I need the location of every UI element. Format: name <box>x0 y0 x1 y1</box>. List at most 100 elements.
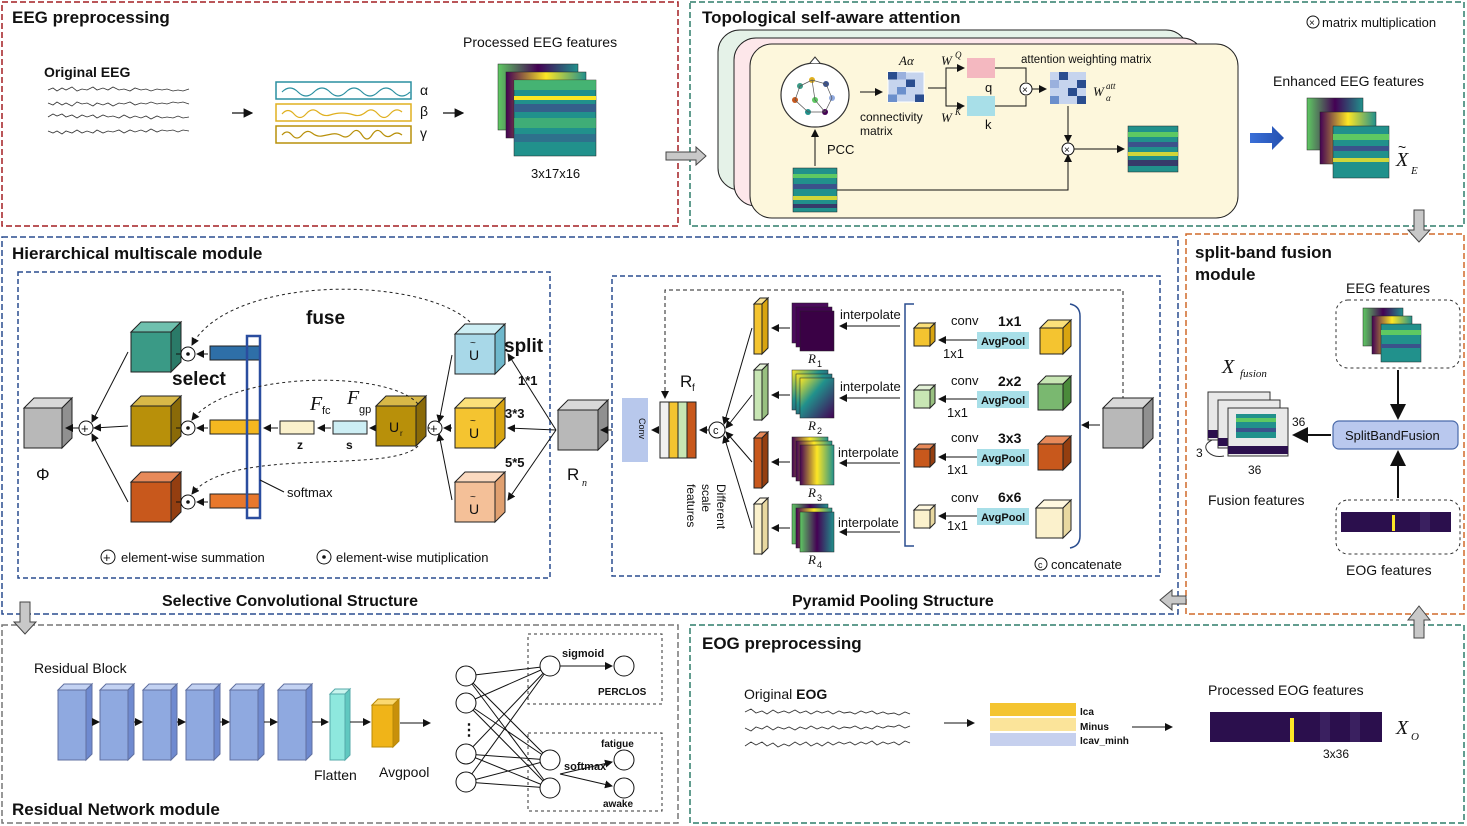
pyramid-pooling-subpanel <box>611 275 1161 577</box>
u-label-1: U <box>469 347 479 363</box>
r3-label: R <box>807 485 816 500</box>
dim-36-a: 36 <box>1292 415 1306 429</box>
svg-text:Q: Q <box>955 50 962 60</box>
eog-to-splitband-arrow <box>1406 605 1432 639</box>
topo-to-enhanced-arrow <box>1250 126 1284 150</box>
svg-text:O: O <box>1411 731 1419 743</box>
branch-cube-2 <box>1036 374 1073 412</box>
attn-weight-label: attention weighting matrix <box>1021 54 1152 66</box>
pooled-cube-4 <box>912 503 937 530</box>
sum-legend-label: element-wise summation <box>121 550 265 565</box>
hier-to-resnet-arrow <box>12 601 38 635</box>
svg-text:×: × <box>1064 145 1070 156</box>
processed-eog-label: Processed EOG features <box>1208 682 1364 698</box>
u-cube-5x5 <box>453 470 507 524</box>
f-fc-label: F <box>309 393 323 415</box>
diff-label-1: Different <box>714 484 728 530</box>
onebyone-3: 1x1 <box>947 462 968 477</box>
svg-text:E: E <box>1410 165 1418 177</box>
svg-text:att: att <box>1106 81 1116 91</box>
rn-label: R <box>567 465 579 484</box>
eeg-dims-label: 3x17x16 <box>531 166 580 181</box>
interpolate-label-2: interpolate <box>840 379 901 394</box>
fuse-label: fuse <box>306 308 345 329</box>
topo-title: Topological self-aware attention <box>702 8 961 27</box>
processed-eog-strip <box>1210 712 1382 742</box>
svg-text:α: α <box>1106 93 1111 103</box>
sigmoid-label: sigmoid <box>562 648 604 660</box>
fusion-features-stack <box>1207 391 1289 457</box>
interpolate-label-1: interpolate <box>840 307 901 322</box>
onebyone-1: 1x1 <box>943 346 964 361</box>
residual-block-label: Residual Block <box>34 660 128 676</box>
interpolate-label-4: interpolate <box>838 515 899 530</box>
split-label: split <box>504 336 544 357</box>
wq-label: W <box>941 53 953 68</box>
branch-cube-1 <box>1038 318 1073 356</box>
minus-label: Minus <box>1080 722 1109 733</box>
sum-legend-icon <box>100 549 116 565</box>
svg-text:AvgPool: AvgPool <box>981 336 1025 348</box>
skip-connection <box>661 289 1124 400</box>
concat-legend-icon <box>1034 557 1048 571</box>
svg-text:~: ~ <box>470 416 476 427</box>
perclos-label: PERCLOS <box>598 687 647 698</box>
mul-node-1 <box>180 346 196 362</box>
r4-feature-map <box>791 503 835 553</box>
branch-bars <box>752 296 770 556</box>
connectivity-matrix-grid <box>887 71 925 103</box>
u-label-2: U <box>469 425 479 441</box>
eog-dims-label: 3x36 <box>1323 747 1349 761</box>
hierarchical-multiscale-panel <box>1 236 1179 615</box>
branch-bracket-right <box>1069 303 1081 549</box>
kernel-3x3-label: 3*3 <box>505 406 525 421</box>
select-label: select <box>172 369 227 390</box>
svg-text:+: + <box>103 550 111 565</box>
split-band-fusion-panel <box>1185 233 1465 615</box>
eog-layer-minus <box>990 718 1076 731</box>
splitband-to-hier-arrow <box>1159 588 1187 612</box>
eog-features-box <box>1335 499 1461 555</box>
processed-eeg-heatmap-stack <box>497 63 597 157</box>
branch-cube-4 <box>1034 498 1073 540</box>
enhanced-eeg-label: Enhanced EEG features <box>1273 73 1424 89</box>
residual-network-panel <box>1 624 679 824</box>
mul-node-2 <box>180 420 196 436</box>
svg-text:+: + <box>81 421 89 436</box>
flatten-label: Flatten <box>314 767 357 783</box>
splitband-title-1: split-band fusion <box>1195 243 1332 262</box>
splitband-title-2: module <box>1195 265 1255 284</box>
conv-label-3: conv <box>951 430 979 445</box>
pooled-cube-1 <box>912 321 937 348</box>
eeg-preprocessing-title: EEG preprocessing <box>12 8 170 27</box>
svg-text:fusion: fusion <box>1240 368 1267 380</box>
rf-label: R <box>680 372 692 391</box>
svg-text:r: r <box>400 429 403 438</box>
fused-cube-orange <box>129 470 183 524</box>
processed-eeg-label: Processed EEG features <box>463 34 617 50</box>
attn-vector-orange <box>209 493 261 509</box>
mul-node-3 <box>180 494 196 510</box>
fused-cube-teal <box>129 320 183 374</box>
diff-label-3: features <box>684 484 698 527</box>
svg-text:~: ~ <box>1398 139 1406 155</box>
topo-output-heatmap <box>1127 125 1179 173</box>
attention-card-stack <box>717 29 1239 219</box>
attn-vector-blue <box>209 345 261 361</box>
w-att-label: W <box>1093 84 1105 99</box>
matmul-legend-icon <box>1306 15 1320 29</box>
branch-bracket-left <box>904 303 914 547</box>
r1-feature-map <box>791 302 835 352</box>
z-label: z <box>297 438 303 452</box>
conv-label-4: conv <box>951 490 979 505</box>
svg-text:c: c <box>1038 560 1043 570</box>
svg-text:×: × <box>1309 18 1315 29</box>
sigmoid-head-box <box>527 633 663 705</box>
ppm-input-cube <box>1101 396 1155 450</box>
softmax-selection-box <box>245 334 262 520</box>
ica-label: Ica <box>1080 707 1094 718</box>
eeg-features-box <box>1335 299 1461 369</box>
eeg-signal-waves <box>47 86 190 135</box>
dim-3: 3 <box>1196 446 1203 460</box>
fused-cube-gold <box>129 394 183 448</box>
